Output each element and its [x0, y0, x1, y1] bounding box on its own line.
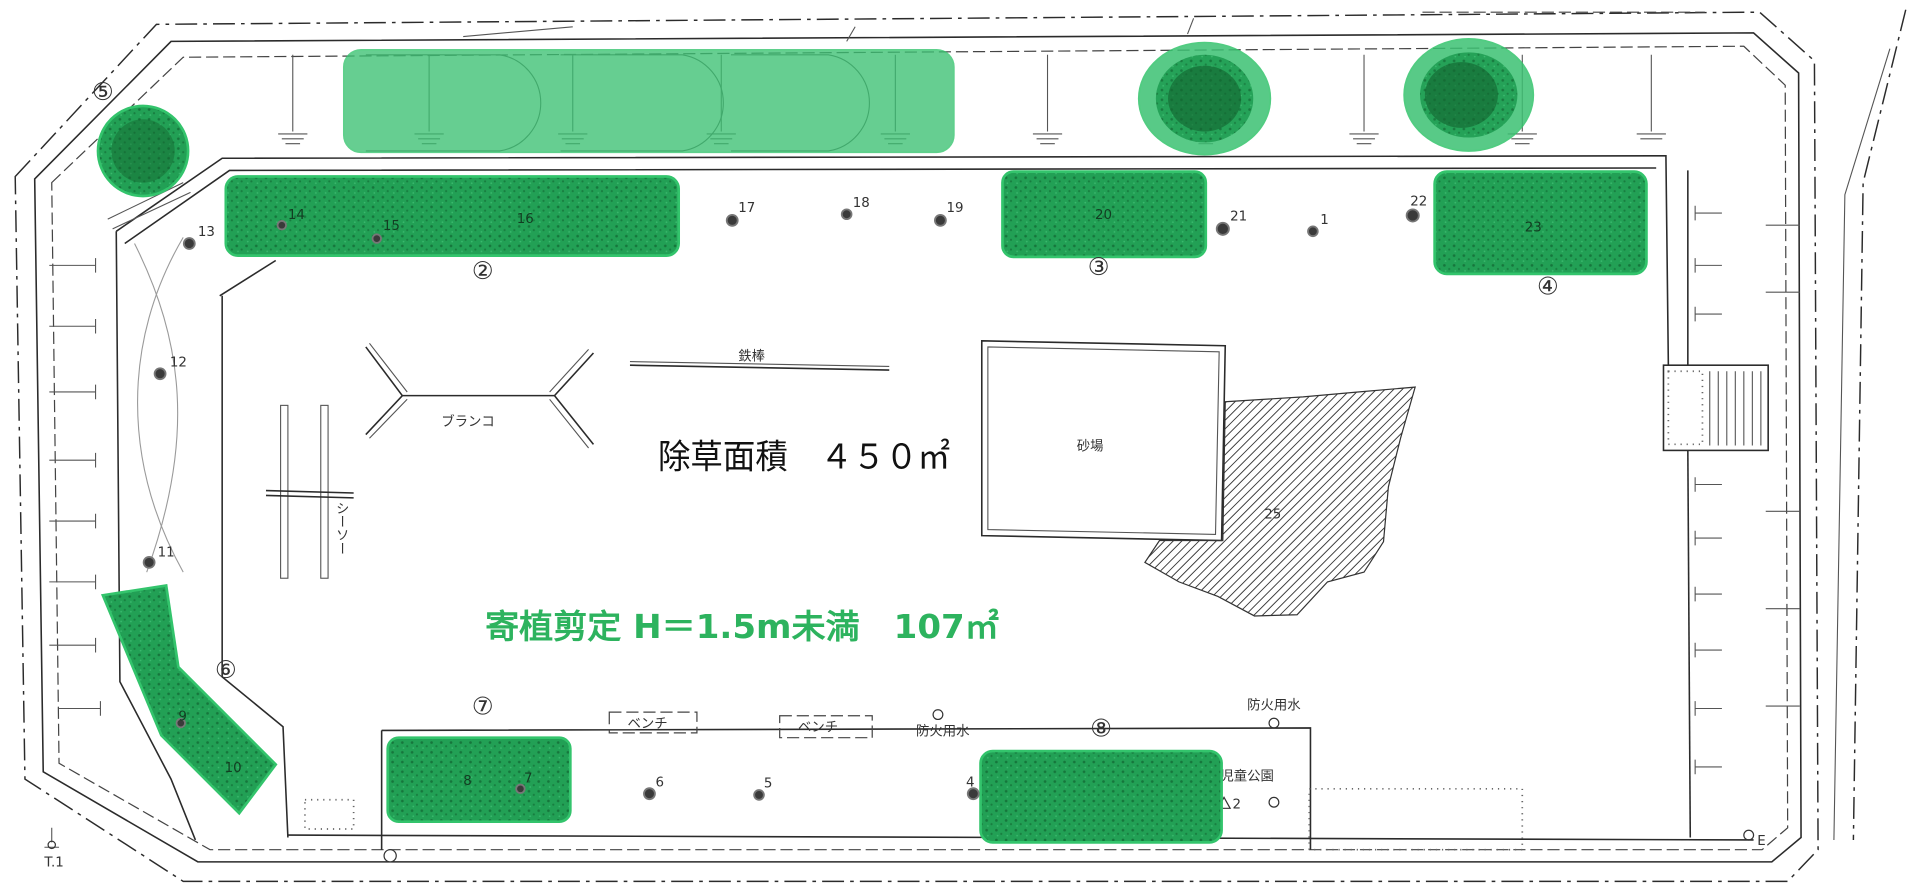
bench-1: ベンチ — [608, 711, 698, 734]
bench-2-label: ベンチ — [798, 721, 838, 736]
seesaw-label: シーソー — [333, 502, 349, 556]
shrub-circle-3 — [96, 104, 190, 198]
fence-posts-right — [1694, 205, 1800, 775]
shrub-circle-1 — [1137, 41, 1272, 156]
tree-number: 5 — [764, 777, 773, 792]
fence-posts-left — [49, 258, 101, 716]
tree-number: 15 — [383, 219, 400, 234]
hatched-area — [1144, 386, 1416, 617]
tree-marker — [1215, 221, 1230, 236]
tree-number: 23 — [1525, 220, 1542, 235]
hedge-8 — [979, 749, 1223, 844]
tree-marker — [934, 213, 947, 227]
tree-number: 21 — [1230, 209, 1247, 224]
tree-marker — [182, 237, 196, 250]
fire-water-1-label: 防火用水 — [916, 723, 970, 739]
hedge-top-band — [342, 48, 955, 154]
tree-number: 9 — [178, 710, 187, 725]
horizontal-bar-label: 鉄棒 — [738, 348, 765, 364]
tree-number: 8 — [463, 774, 472, 789]
tree-number: 20 — [1095, 208, 1112, 223]
tree-marker — [276, 220, 287, 231]
zone-number: ⑤ — [92, 77, 114, 106]
zone-numbers: ② ③ ④ ⑤ ⑥ ⑦ ⑧ — [92, 77, 1559, 743]
tree-marker — [142, 556, 156, 569]
tree-number: 19 — [946, 201, 963, 216]
boundary-point — [383, 849, 397, 863]
tree-number: 12 — [170, 355, 187, 370]
zone-number: ③ — [1088, 252, 1110, 281]
tree-number: 6 — [656, 775, 665, 790]
zone-number: ② — [472, 256, 494, 285]
zone-number: ④ — [1537, 272, 1559, 301]
tree-number: 7 — [524, 772, 533, 787]
tree-number: 14 — [288, 208, 305, 223]
fire-water-1-marker — [932, 709, 944, 721]
sandbox: 砂場 — [980, 340, 1227, 542]
weeding-area-note: 除草面積 ４５０㎡ — [658, 438, 950, 478]
survey-mark-t1-label: T.1 — [43, 856, 63, 871]
small-circle-marker — [1268, 796, 1280, 808]
tree-number: 16 — [517, 212, 534, 227]
bench-2: ベンチ — [779, 715, 873, 739]
horizontal-bar: 鉄棒 — [629, 348, 890, 371]
hedge-pruning-note: 寄植剪定 H＝1.5m未満 107㎡ — [485, 607, 999, 646]
fire-water-2-marker — [1268, 717, 1280, 729]
hedge-6 — [100, 584, 278, 816]
shrub-circle-2 — [1403, 38, 1535, 152]
tree-number: 1 — [1320, 213, 1329, 228]
zone-number: ⑧ — [1090, 713, 1112, 742]
tree-marker — [966, 787, 980, 801]
tree-marker — [725, 213, 739, 227]
zone-number: ⑦ — [472, 692, 494, 721]
stair-structure — [1662, 364, 1769, 452]
site-boundary — [14, 9, 1907, 883]
hedge-4 — [1433, 170, 1648, 276]
survey-mark-e-marker — [1743, 829, 1755, 841]
zone-number: ⑥ — [215, 655, 237, 684]
tree-number: 22 — [1410, 195, 1427, 210]
tree-marker — [371, 233, 382, 244]
sandbox-label: 砂場 — [1077, 438, 1104, 454]
hedge-3 — [1001, 170, 1208, 259]
swing-label: ブランコ — [441, 413, 495, 430]
park-inner-edge — [107, 155, 1754, 850]
tree-marker — [753, 789, 765, 801]
hedge-7 — [386, 736, 572, 824]
park-name-label: 児童公園 — [1220, 767, 1274, 784]
tree-number: 25 — [1264, 508, 1281, 523]
tree-marker — [1405, 208, 1420, 223]
tree-numbers: 13 12 11 17 18 19 21 1 22 6 5 4 2 14 15 … — [158, 195, 1542, 813]
hedge-2 — [224, 175, 681, 257]
tree-number: 17 — [738, 201, 755, 216]
dotted-area-right — [1308, 787, 1524, 851]
tree-marker — [153, 367, 167, 381]
seesaw: シーソー — [265, 404, 354, 579]
bench-1-label: ベンチ — [628, 717, 668, 732]
tree-number: 11 — [158, 545, 175, 560]
tree-number: 2 — [1233, 797, 1242, 812]
tree-marker — [643, 787, 656, 801]
tree-number: 4 — [966, 775, 975, 790]
tree-number: 13 — [198, 225, 215, 240]
survey-mark-e-label: E — [1757, 834, 1765, 849]
tree-marker — [1307, 225, 1319, 238]
dotted-area-left — [304, 798, 355, 830]
tree-number: 10 — [225, 761, 242, 776]
swing: ブランコ — [365, 342, 595, 449]
tree-marker — [175, 717, 186, 729]
fire-water-2-label: 防火用水 — [1247, 698, 1301, 714]
survey-mark-t1: T.1 — [43, 827, 64, 871]
tree-number: 18 — [853, 196, 870, 211]
tree-marker — [515, 783, 526, 795]
tree-markers — [142, 208, 1420, 801]
tree-marker — [840, 208, 853, 221]
